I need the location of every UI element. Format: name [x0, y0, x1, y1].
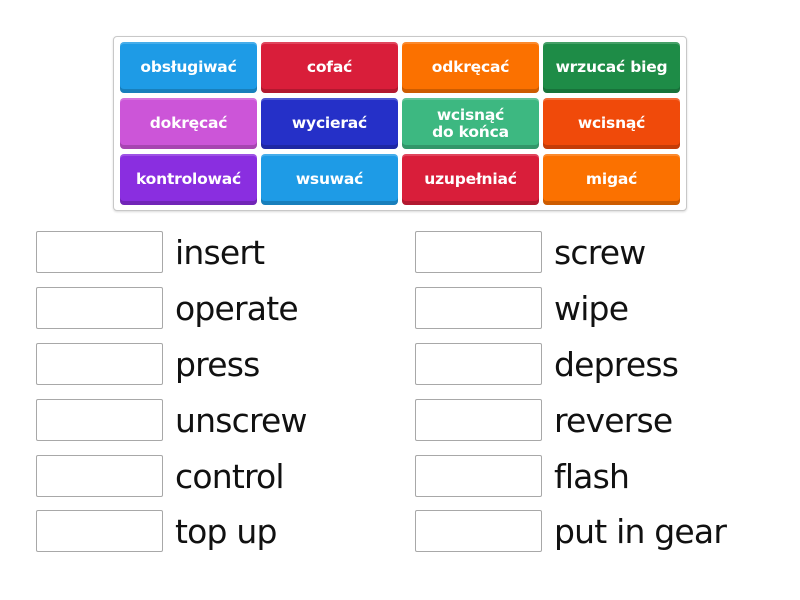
target-word: put in gear — [554, 511, 727, 551]
target-word: insert — [175, 232, 265, 272]
tile-wsuwac[interactable]: wsuwać — [261, 154, 398, 205]
match-row: top up — [36, 509, 277, 553]
tile-wycierac[interactable]: wycierać — [261, 98, 398, 149]
tile-wrzucac-bieg[interactable]: wrzucać bieg — [543, 42, 680, 93]
target-word: flash — [554, 456, 630, 496]
tile-cofac[interactable]: cofać — [261, 42, 398, 93]
target-word: wipe — [554, 288, 629, 328]
drop-box[interactable] — [415, 399, 542, 441]
target-word: operate — [175, 288, 299, 328]
tile-bank: obsługiwać cofać odkręcać wrzucać bieg d… — [113, 36, 687, 211]
drop-box[interactable] — [415, 455, 542, 497]
match-row: insert — [36, 230, 265, 274]
match-row: operate — [36, 286, 299, 330]
target-word: press — [175, 344, 260, 384]
target-word: top up — [175, 511, 277, 551]
drop-box[interactable] — [36, 231, 163, 273]
match-row: screw — [415, 230, 646, 274]
tile-migac[interactable]: migać — [543, 154, 680, 205]
target-word: reverse — [554, 400, 673, 440]
target-word: control — [175, 456, 285, 496]
match-row: reverse — [415, 398, 673, 442]
match-row: control — [36, 454, 285, 498]
tile-wcisnac[interactable]: wcisnąć — [543, 98, 680, 149]
tile-kontrolowac[interactable]: kontrolować — [120, 154, 257, 205]
drop-box[interactable] — [415, 287, 542, 329]
tile-uzupelniac[interactable]: uzupełniać — [402, 154, 539, 205]
tile-obslugiwac[interactable]: obsługiwać — [120, 42, 257, 93]
match-row: press — [36, 342, 260, 386]
drop-box[interactable] — [415, 343, 542, 385]
target-word: screw — [554, 232, 646, 272]
target-word: unscrew — [175, 400, 308, 440]
target-word: depress — [554, 344, 679, 384]
drop-box[interactable] — [36, 287, 163, 329]
match-row: put in gear — [415, 509, 727, 553]
drop-box[interactable] — [36, 510, 163, 552]
tile-dokrecac[interactable]: dokręcać — [120, 98, 257, 149]
tile-odkrecac[interactable]: odkręcać — [402, 42, 539, 93]
drop-box[interactable] — [36, 455, 163, 497]
match-row: depress — [415, 342, 679, 386]
drop-box[interactable] — [36, 399, 163, 441]
drop-box[interactable] — [415, 510, 542, 552]
tile-wcisnac-do-konca[interactable]: wcisnąć do końca — [402, 98, 539, 149]
drop-box[interactable] — [36, 343, 163, 385]
match-row: wipe — [415, 286, 629, 330]
match-row: unscrew — [36, 398, 308, 442]
match-row: flash — [415, 454, 630, 498]
drop-box[interactable] — [415, 231, 542, 273]
